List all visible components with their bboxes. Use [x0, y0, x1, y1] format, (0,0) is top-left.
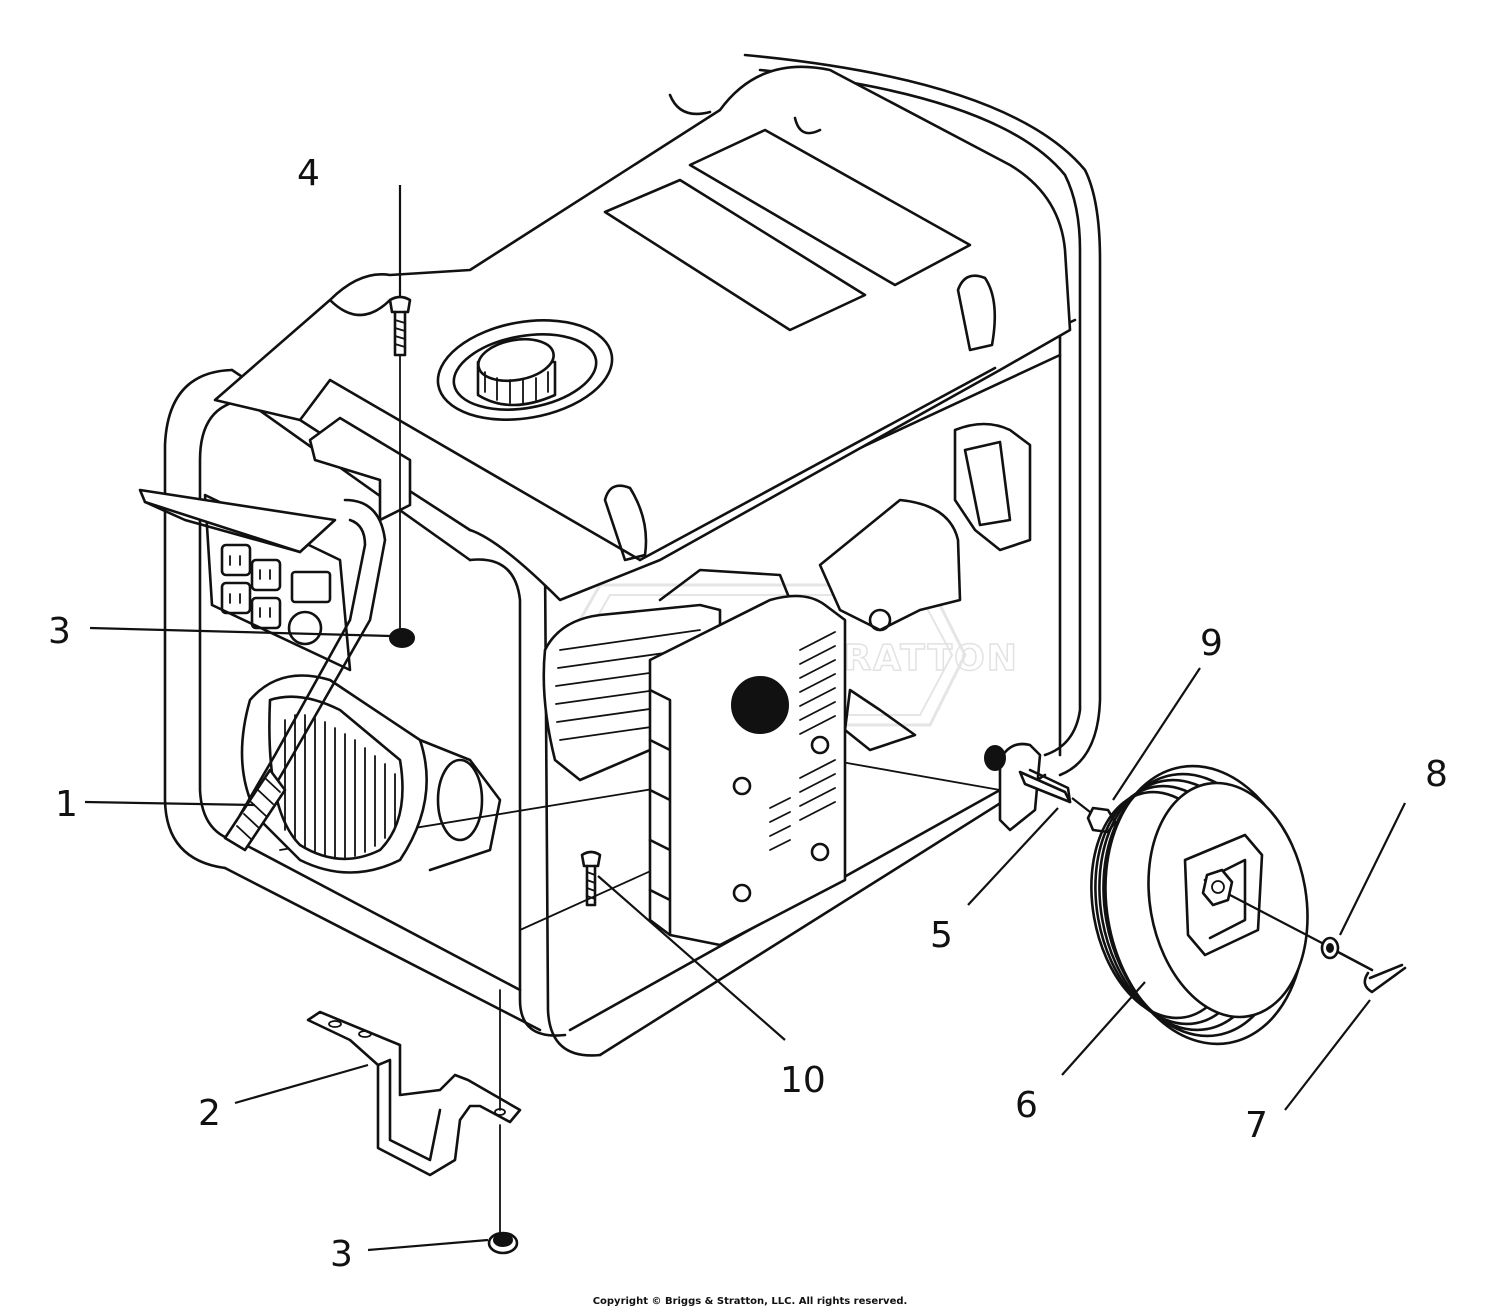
bolt-part-10	[580, 850, 602, 907]
callout-4: 4	[297, 153, 320, 194]
hairpin-clip-part-7	[1336, 950, 1407, 994]
alternator	[240, 674, 502, 874]
callout-3-lower: 3	[330, 1234, 353, 1275]
callout-1: 1	[55, 784, 78, 825]
copyright-footer: Copyright © Briggs & Stratton, LLC. All …	[592, 1296, 908, 1307]
callout-3-upper: 3	[48, 611, 71, 652]
callout-5: 5	[930, 915, 953, 956]
nut-part-3-upper	[389, 628, 415, 648]
axle-bracket	[984, 742, 1072, 832]
callout-8: 8	[1425, 754, 1448, 795]
muffler	[648, 594, 847, 947]
bolt-part-4	[388, 295, 412, 629]
callout-9: 9	[1200, 623, 1223, 664]
upper-mount-bracket	[308, 416, 412, 522]
callout-10: 10	[780, 1060, 826, 1101]
fuel-tank-shroud	[213, 65, 1072, 602]
washer-part-8	[1229, 894, 1340, 960]
support-foot-bracket	[306, 989, 522, 1236]
nut-part-3-lower	[487, 1231, 519, 1255]
callout-7: 7	[1245, 1105, 1268, 1146]
callout-2: 2	[198, 1093, 221, 1134]
callout-labels: 1 2 3 3 4 5 6 7 8 9 10	[48, 153, 1448, 1275]
fuel-cap	[436, 319, 614, 421]
control-panel	[138, 488, 352, 672]
handle-grip	[223, 498, 387, 852]
leader-lines	[84, 185, 1406, 1252]
callout-6: 6	[1015, 1085, 1038, 1126]
wheel	[1090, 764, 1309, 1046]
